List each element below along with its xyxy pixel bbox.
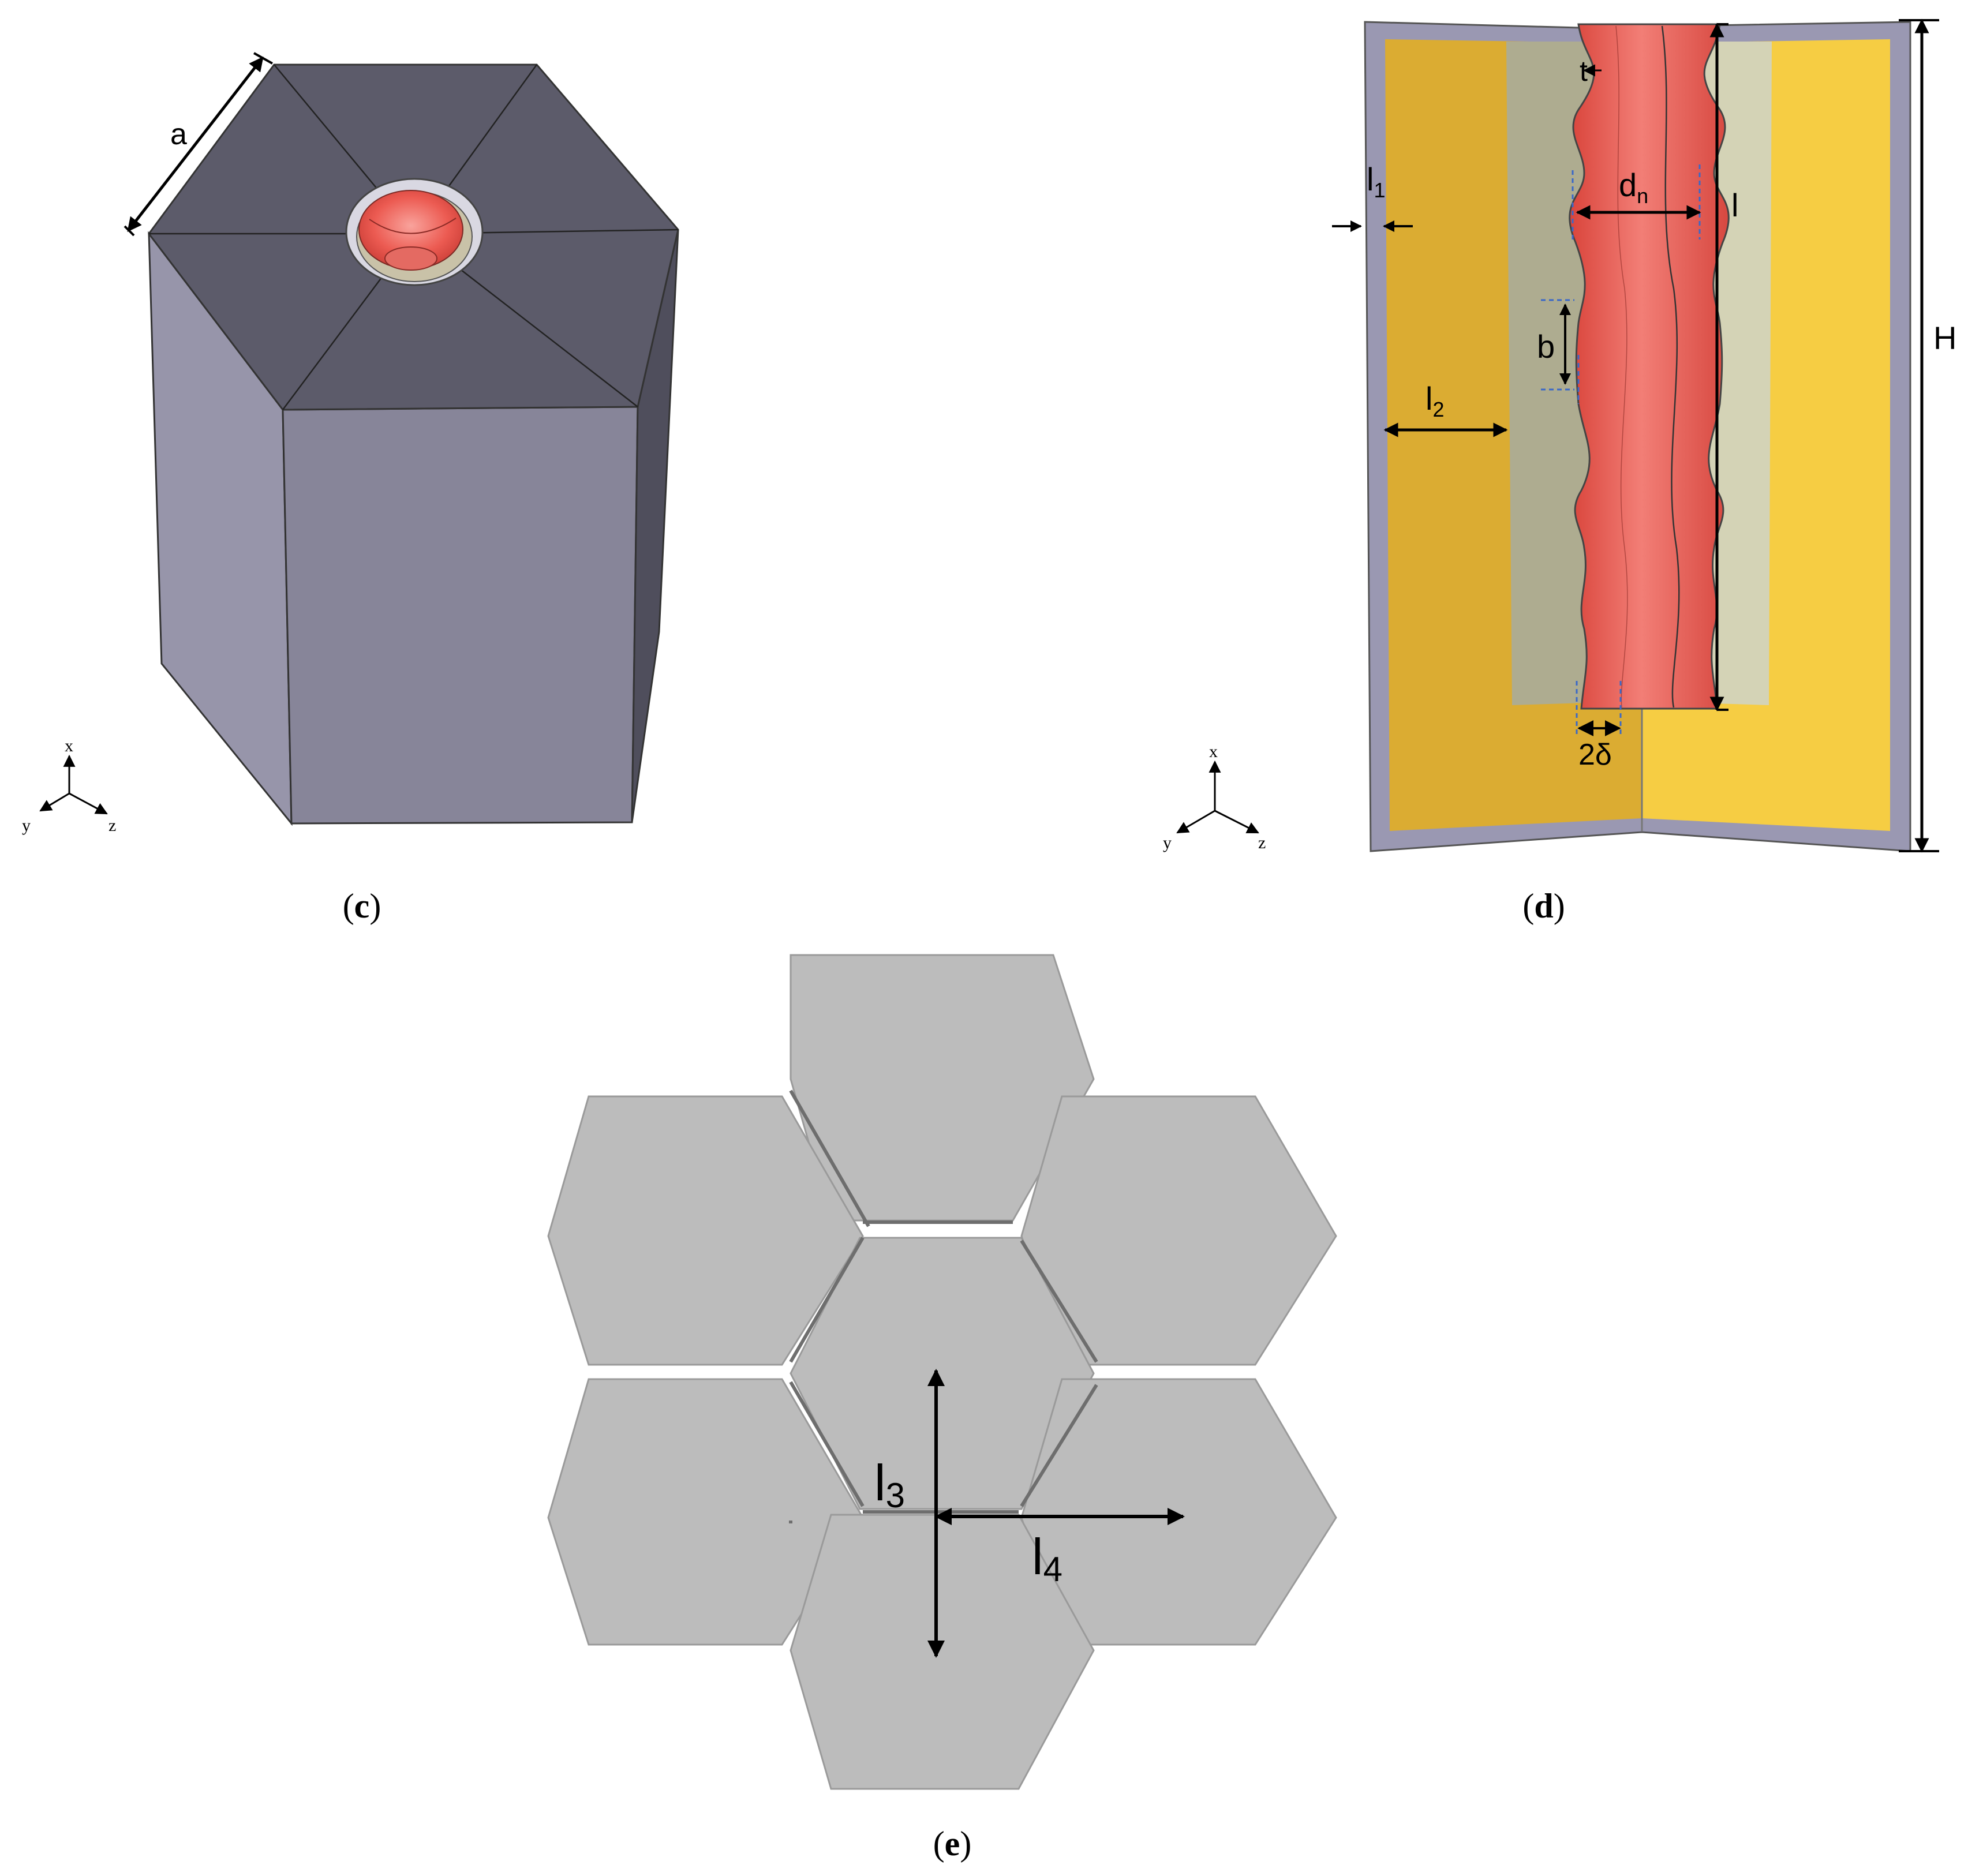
label-dn: dn: [1619, 167, 1648, 208]
dashed-guides: [1541, 164, 1701, 737]
axis-z-label-c: z: [108, 816, 116, 835]
label-l1: l1: [1367, 161, 1385, 202]
nozzle-opening: [345, 178, 484, 286]
axis-triad-c: [39, 754, 108, 815]
hex-top-right: [1020, 1095, 1337, 1366]
axis-triad-d: [1176, 760, 1259, 834]
axis-y-label-d: y: [1163, 833, 1172, 852]
label-t: t: [1580, 55, 1588, 87]
label-l4: l4: [1032, 1528, 1062, 1589]
axis-x-label-c: x: [65, 736, 73, 755]
caption-c: (c): [343, 887, 381, 925]
dimension-a: a: [124, 52, 273, 237]
panel-c: a x y z (c): [22, 52, 679, 925]
label-2delta: 2δ: [1578, 738, 1612, 772]
label-a: a: [170, 118, 187, 151]
panel-d: l1 l2 t dn l b 2δ H x y z: [1163, 18, 1956, 925]
caption-d: (d): [1522, 887, 1565, 925]
label-l2: l2: [1426, 380, 1444, 421]
corrugated-nozzle: [1569, 23, 1730, 710]
axis-y-label-c: y: [22, 816, 31, 835]
label-l3: l3: [874, 1454, 905, 1515]
label-b: b: [1537, 328, 1555, 365]
axis-x-label-d: x: [1209, 742, 1218, 761]
hex-bottom-left: [547, 1378, 864, 1646]
label-H: H: [1933, 320, 1956, 356]
hex-prism: [148, 63, 679, 826]
panel-e: l3 l4 (e): [547, 954, 1337, 1863]
label-l: l: [1731, 187, 1738, 223]
axis-z-label-d: z: [1258, 833, 1266, 852]
hex-array: [547, 954, 1337, 1790]
prism-front-face: [282, 406, 639, 825]
caption-e: (e): [933, 1825, 972, 1863]
hex-top-left: [547, 1095, 864, 1366]
gap-shadows: [789, 1089, 1098, 1523]
